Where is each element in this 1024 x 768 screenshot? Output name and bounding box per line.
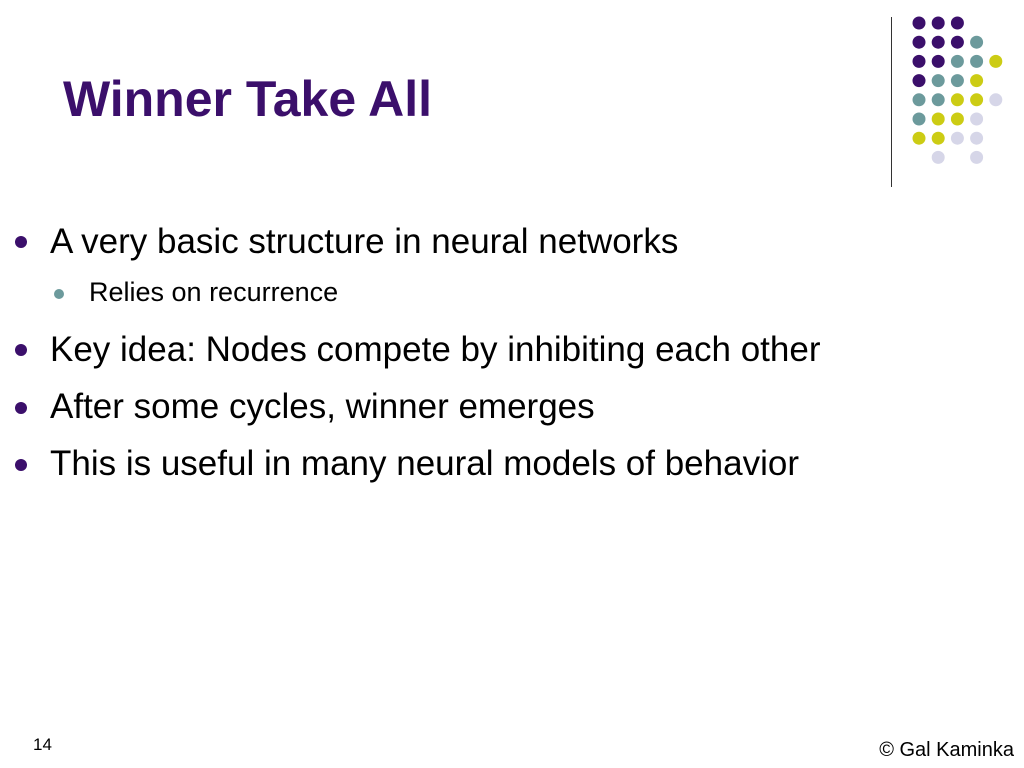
header-divider-line: [891, 17, 892, 187]
sub-bullet-item: Relies on recurrence: [89, 277, 339, 307]
decorative-dot: [912, 74, 926, 88]
decorative-dot: [970, 35, 984, 49]
decorative-dot: [970, 131, 984, 145]
decorative-dot: [912, 131, 926, 145]
bullet-marker: [15, 402, 27, 414]
decorative-dot: [931, 93, 945, 107]
copyright-notice: © Gal Kaminka: [879, 739, 1014, 761]
decorative-dot: [970, 54, 984, 68]
bullet-item: After some cycles, winner emerges: [50, 387, 595, 426]
decorative-dot-grid: [912, 16, 1003, 164]
bullet-item: A very basic structure in neural network…: [50, 222, 679, 261]
decorative-dot: [950, 93, 964, 107]
decorative-dot: [931, 131, 945, 145]
decorative-dot: [931, 35, 945, 49]
decorative-dot: [912, 16, 926, 30]
decorative-dot: [931, 16, 945, 30]
bullet-item: This is useful in many neural models of …: [50, 444, 799, 483]
decorative-dot: [989, 54, 1003, 68]
decorative-dot: [970, 93, 984, 107]
decorative-dot: [912, 54, 926, 68]
bullet-item: Key idea: Nodes compete by inhibiting ea…: [50, 330, 821, 369]
decorative-dot: [950, 131, 964, 145]
decorative-dot: [970, 74, 984, 88]
decorative-dot: [931, 54, 945, 68]
decorative-dot: [931, 150, 945, 164]
decorative-dot: [950, 35, 964, 49]
decorative-dot: [931, 74, 945, 88]
decorative-dot: [970, 150, 984, 164]
decorative-dot: [950, 54, 964, 68]
decorative-dot: [950, 74, 964, 88]
bullet-marker: [15, 344, 27, 356]
decorative-dot: [931, 112, 945, 126]
decorative-dot: [912, 35, 926, 49]
decorative-dot: [989, 93, 1003, 107]
decorative-dot: [912, 112, 926, 126]
decorative-dot: [950, 16, 964, 30]
slide-number: 14: [33, 735, 52, 754]
bullet-marker: [15, 459, 27, 471]
slide-title: Winner Take All: [63, 71, 433, 127]
decorative-dot: [950, 112, 964, 126]
decorative-dot: [912, 93, 926, 107]
decorative-dot: [970, 112, 984, 126]
sub-bullet-marker: [54, 289, 64, 299]
bullet-marker: [15, 236, 27, 248]
